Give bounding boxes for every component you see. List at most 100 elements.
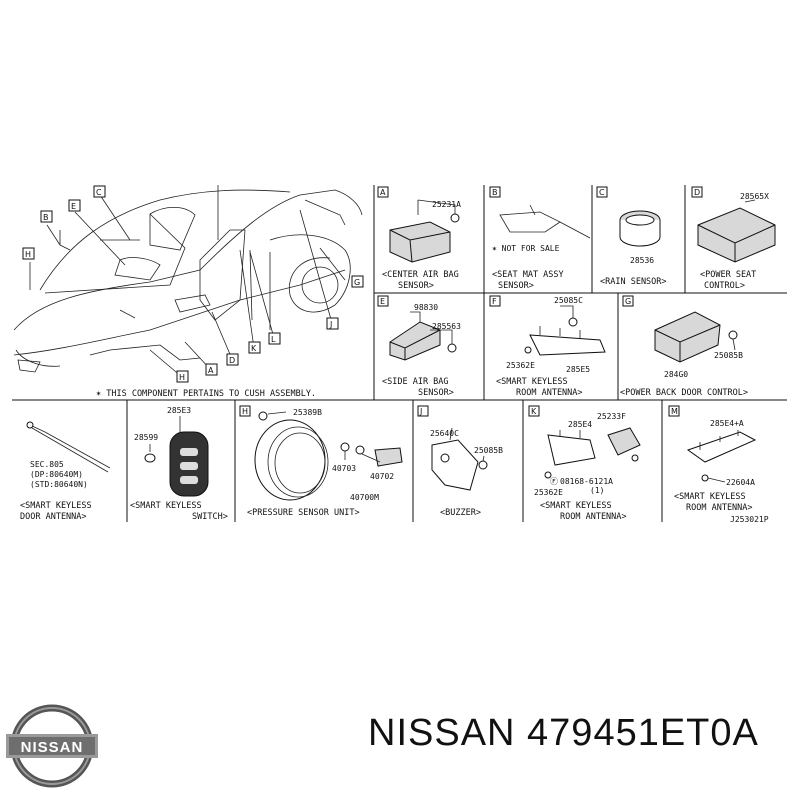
svg-text:22604A: 22604A	[726, 478, 755, 487]
svg-text:<POWER SEAT: <POWER SEAT	[700, 270, 756, 280]
svg-text:D: D	[694, 188, 700, 197]
svg-text:25231A: 25231A	[432, 200, 461, 209]
svg-text:H: H	[242, 407, 248, 416]
callout-b: B	[40, 210, 53, 223]
callout-c: C	[93, 185, 106, 198]
svg-text:<SEAT MAT ASSY: <SEAT MAT ASSY	[492, 270, 564, 280]
svg-text:H: H	[179, 373, 185, 382]
callout-k: K	[248, 341, 261, 354]
svg-text:<SMART KEYLESS: <SMART KEYLESS	[130, 501, 202, 511]
svg-text:(1): (1)	[590, 486, 604, 495]
svg-text:98830: 98830	[414, 303, 438, 312]
svg-text:DOOR ANTENNA>: DOOR ANTENNA>	[20, 512, 87, 522]
svg-text:B: B	[492, 188, 498, 197]
svg-text:G: G	[625, 297, 631, 306]
svg-text:<SMART KEYLESS: <SMART KEYLESS	[674, 492, 746, 502]
drawing-id: J253021P	[730, 515, 769, 524]
part-number-title: NISSAN 479451ET0A	[368, 712, 759, 754]
svg-text:M: M	[671, 407, 678, 416]
svg-text:25640C: 25640C	[430, 429, 459, 438]
svg-text:<CENTER AIR BAG: <CENTER AIR BAG	[382, 270, 459, 280]
svg-text:<SMART KEYLESS: <SMART KEYLESS	[540, 501, 612, 511]
svg-text:285E4+A: 285E4+A	[710, 419, 744, 428]
svg-text:40702: 40702	[370, 472, 394, 481]
svg-text:SENSOR>: SENSOR>	[498, 281, 534, 291]
svg-text:25233F: 25233F	[597, 412, 626, 421]
callout-d: D	[226, 353, 239, 366]
svg-text:(STD:80640N): (STD:80640N)	[30, 480, 88, 489]
svg-text:H: H	[25, 250, 31, 259]
svg-text:SEC.805: SEC.805	[30, 460, 64, 469]
callout-h-left: H	[22, 247, 35, 260]
callout-l: L	[268, 332, 281, 345]
svg-text:08168-6121A: 08168-6121A	[560, 477, 613, 486]
svg-text:25085B: 25085B	[474, 446, 503, 455]
svg-text:<BUZZER>: <BUZZER>	[440, 508, 481, 518]
svg-text:SENSOR>: SENSOR>	[398, 281, 434, 291]
svg-text:G: G	[354, 278, 360, 287]
svg-text:ROOM ANTENNA>: ROOM ANTENNA>	[516, 388, 583, 398]
svg-text:25085C: 25085C	[554, 296, 583, 305]
bolt-symbol: Ⓕ	[550, 477, 558, 486]
panel-e: E 98830 285563 <SIDE AIR BAG SENSOR>	[377, 295, 461, 398]
svg-text:C: C	[599, 188, 605, 197]
svg-text:ROOM ANTENNA>: ROOM ANTENNA>	[560, 512, 627, 522]
svg-text:285E4: 285E4	[568, 420, 592, 429]
svg-text:284G0: 284G0	[664, 370, 688, 379]
callout-e: E	[68, 199, 81, 212]
callout-a: A	[205, 363, 218, 376]
svg-text:<SMART KEYLESS: <SMART KEYLESS	[496, 377, 568, 387]
panel-m: M 285E4+A 22604A <SMART KEYLESS ROOM ANT…	[668, 405, 757, 513]
svg-text:25389B: 25389B	[293, 408, 322, 417]
panel-f: F 25085C 25362E 285E5 <SMART KEYLESS ROO…	[489, 295, 606, 398]
svg-text:E: E	[380, 297, 385, 306]
svg-text:25362E: 25362E	[534, 488, 563, 497]
svg-text:K: K	[251, 344, 257, 353]
svg-text:ROOM ANTENNA>: ROOM ANTENNA>	[686, 503, 753, 513]
svg-text:A: A	[208, 366, 214, 375]
svg-text:L: L	[271, 335, 276, 344]
svg-text:SWITCH>: SWITCH>	[192, 512, 228, 522]
svg-text:D: D	[229, 356, 235, 365]
svg-text:NISSAN: NISSAN	[21, 739, 84, 756]
svg-text:<PRESSURE SENSOR UNIT>: <PRESSURE SENSOR UNIT>	[247, 508, 360, 518]
svg-text:SENSOR>: SENSOR>	[418, 388, 454, 398]
svg-text:E: E	[71, 202, 76, 211]
svg-text:28565X: 28565X	[740, 192, 769, 201]
svg-text:25362E: 25362E	[506, 361, 535, 370]
panel-k: K 285E4 25233F Ⓕ 08168-6121A (1) 25362E …	[528, 405, 641, 522]
svg-text:285E5: 285E5	[566, 365, 590, 374]
svg-text:C: C	[96, 188, 102, 197]
callout-j: J	[326, 317, 339, 330]
svg-text:40703: 40703	[332, 464, 356, 473]
overview-note: ✶ THIS COMPONENT PERTAINS TO CUSH ASSEMB…	[96, 389, 316, 399]
svg-text:✶ NOT FOR SALE: ✶ NOT FOR SALE	[492, 244, 560, 253]
callout-h-bottom: H	[176, 370, 189, 383]
svg-text:<SIDE AIR BAG: <SIDE AIR BAG	[382, 377, 449, 387]
svg-text:(DP:80640M): (DP:80640M)	[30, 470, 83, 479]
svg-text:28599: 28599	[134, 433, 158, 442]
vehicle-overview	[13, 185, 363, 378]
svg-text:<RAIN SENSOR>: <RAIN SENSOR>	[600, 277, 667, 287]
panel-c: C 28536 <RAIN SENSOR>	[596, 186, 667, 287]
nissan-logo-icon: NISSAN	[6, 704, 98, 788]
svg-text:J: J	[419, 407, 422, 416]
panel-h: H 25389B 40703 40702 40700M <PRESSURE SE…	[239, 405, 403, 518]
diagram-grid	[12, 185, 787, 522]
svg-text:K: K	[531, 407, 537, 416]
overview-callouts: C B E H G J L K D A H	[22, 185, 364, 383]
panel-b: B ✶ NOT FOR SALE <SEAT MAT ASSY SENSOR>	[489, 186, 591, 291]
callout-g: G	[351, 275, 364, 288]
panel-keyless-switch: 285E3 28599 <SMART KEYLESS SWITCH>	[130, 406, 228, 522]
panel-d: D 28565X <POWER SEAT CONTROL>	[691, 186, 776, 291]
svg-text:F: F	[492, 297, 497, 306]
svg-text:J: J	[329, 320, 332, 329]
svg-text:<POWER BACK DOOR CONTROL>: <POWER BACK DOOR CONTROL>	[620, 388, 748, 398]
svg-text:A: A	[380, 188, 386, 197]
svg-text:B: B	[43, 213, 49, 222]
svg-text:28536: 28536	[630, 256, 654, 265]
svg-text:285563: 285563	[432, 322, 461, 331]
svg-text:CONTROL>: CONTROL>	[704, 281, 745, 291]
svg-text:40700M: 40700M	[350, 493, 379, 502]
